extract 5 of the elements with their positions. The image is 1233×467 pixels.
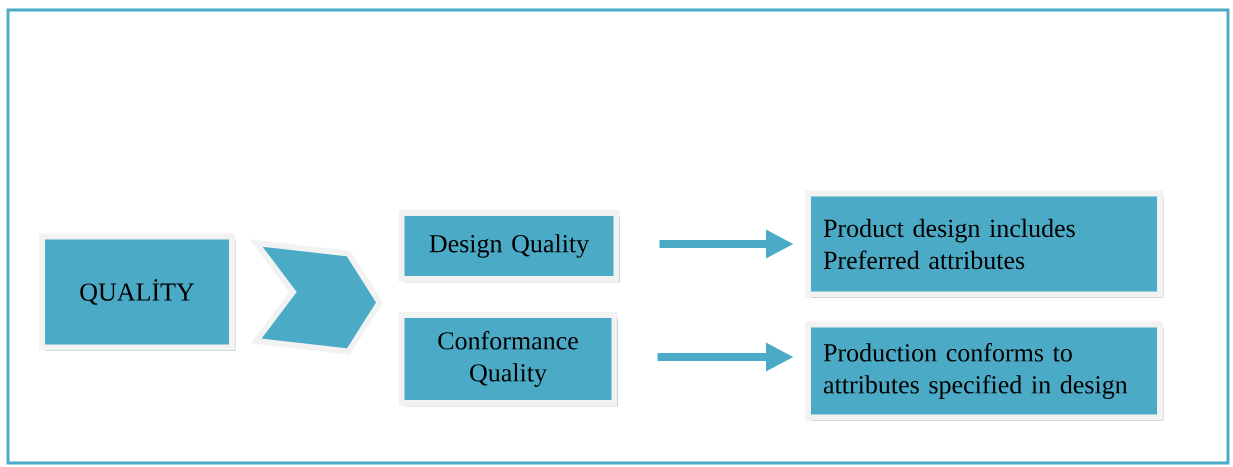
process-box: QUALİTY [39, 233, 236, 351]
process-box: Product design includes Preferred attributes [805, 190, 1164, 298]
process-box: Conformance Quality [398, 312, 618, 407]
process-box: Production conforms to attributes specified in design [805, 321, 1164, 421]
process-box: Design Quality [398, 210, 620, 283]
